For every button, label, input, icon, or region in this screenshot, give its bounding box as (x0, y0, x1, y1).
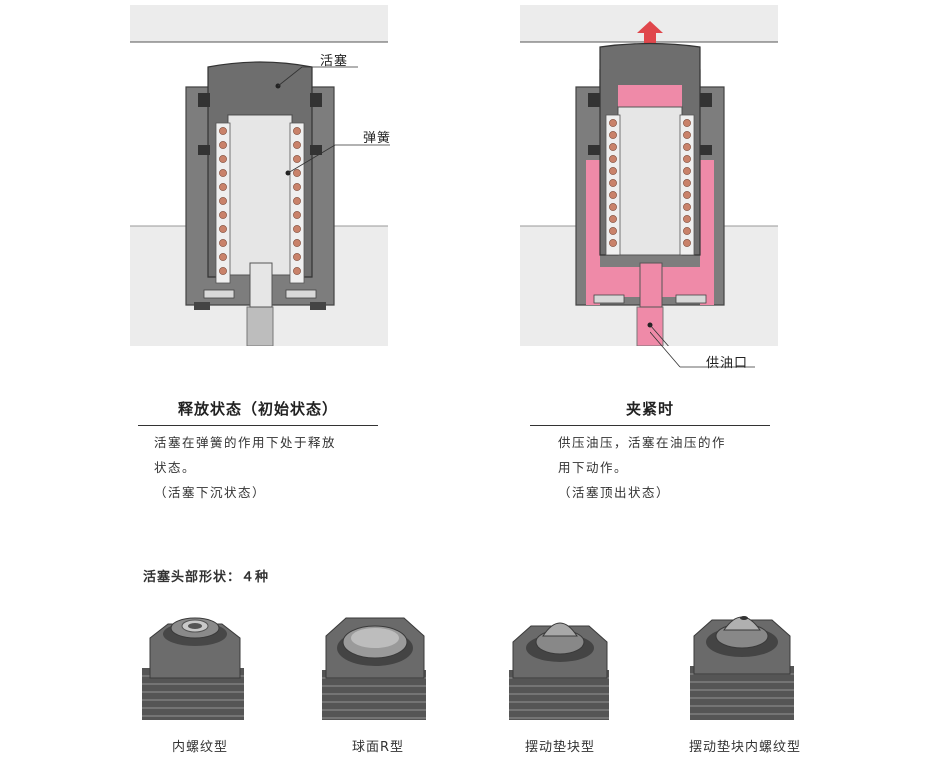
desc-line: （活塞下沉状态） (154, 485, 267, 500)
piston-cavity (227, 114, 293, 276)
head-shape-photo-internal-thread (140, 608, 250, 720)
head-shapes-title: 活塞头部形状：４种 (143, 570, 270, 585)
label-piston: 活塞 (320, 54, 349, 69)
divider (138, 425, 378, 426)
desc-line: 供压油压，活塞在油压的作 (558, 435, 727, 450)
head-shape-label: 摆动垫块型 (524, 740, 595, 755)
desc-line: 状态。 (154, 460, 197, 475)
clamped-state-title: 夹紧时 (625, 400, 674, 418)
clamped-state-desc: 供压油压，活塞在油压的作 用下动作。 （活塞顶出状态） (530, 430, 770, 505)
piston-cavity (617, 106, 683, 256)
spring-right (683, 119, 691, 247)
spring-left (219, 127, 227, 275)
label-oil-port: 供油口 (706, 356, 749, 371)
top-plate (130, 5, 388, 42)
head-shape-photo-spherical-r (320, 612, 430, 720)
desc-line: 用下动作。 (558, 460, 629, 475)
released-state-diagram (130, 5, 395, 347)
head-shape-photo-swing-pad (505, 612, 615, 720)
center-post (249, 262, 273, 308)
released-state-title: 释放状态（初始状态） (177, 400, 338, 418)
released-state-desc: 活塞在弹簧的作用下处于释放 状态。 （活塞下沉状态） (138, 430, 378, 505)
head-shape-label: 摆动垫块内螺纹型 (688, 740, 801, 755)
label-spring: 弹簧 (363, 131, 392, 146)
spring-right (293, 127, 301, 275)
divider (530, 425, 770, 426)
clamped-state-diagram (520, 5, 780, 366)
spring-left (609, 119, 617, 247)
oil-port (246, 306, 274, 347)
desc-line: 活塞在弹簧的作用下处于释放 (154, 435, 337, 450)
port-leader (650, 331, 755, 368)
head-shape-label: 内螺纹型 (171, 740, 228, 755)
released-state-panel: 释放状态（初始状态） 活塞在弹簧的作用下处于释放 状态。 （活塞下沉状态） (138, 398, 378, 505)
desc-line: （活塞顶出状态） (558, 485, 671, 500)
clamped-state-panel: 夹紧时 供压油压，活塞在油压的作 用下动作。 （活塞顶出状态） (530, 398, 770, 505)
head-shape-label: 球面R型 (351, 740, 405, 755)
head-shape-photo-swing-pad-internal-thread (688, 604, 798, 720)
